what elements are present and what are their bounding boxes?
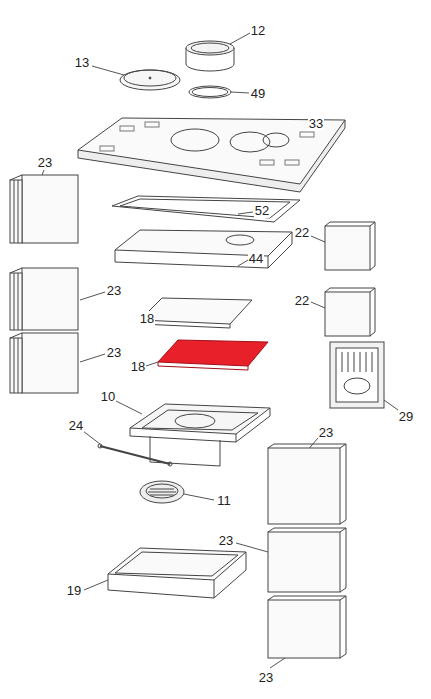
callout-number: 23 — [218, 533, 234, 548]
callout-number: 52 — [254, 203, 270, 218]
baffle-plate — [115, 230, 292, 268]
ash-pan — [108, 548, 246, 598]
plates-18 — [140, 298, 268, 370]
callout-number: 11 — [216, 493, 232, 508]
callout-number: 23 — [106, 345, 122, 360]
rod — [98, 444, 172, 466]
round-grate — [140, 481, 184, 503]
callout-number: 23 — [106, 283, 122, 298]
callout-number: 49 — [250, 86, 266, 101]
cover-disc — [120, 70, 180, 90]
gasket — [112, 196, 300, 222]
side-panels-right — [268, 444, 346, 658]
callout-number: 12 — [250, 23, 266, 38]
callout-number: 23 — [37, 155, 53, 170]
leader-lines — [40, 33, 398, 668]
callout-number: 33 — [308, 116, 324, 131]
firebricks-22 — [325, 222, 375, 336]
callout-number: 29 — [398, 409, 414, 424]
callout-number: 18 — [139, 311, 155, 326]
flue-collar — [186, 41, 234, 71]
callout-number: 13 — [74, 55, 90, 70]
callout-number: 18 — [130, 359, 146, 374]
grate-frame — [130, 404, 270, 466]
callout-number: 22 — [294, 225, 310, 240]
callout-number: 44 — [248, 251, 264, 266]
grate-brick — [330, 342, 384, 408]
callout-number: 23 — [318, 425, 334, 440]
callout-number: 19 — [66, 583, 82, 598]
seal-ring — [189, 86, 231, 98]
top-plate — [78, 118, 345, 192]
side-panels-left — [10, 175, 78, 393]
callout-number: 23 — [258, 670, 274, 685]
callout-number: 24 — [68, 418, 84, 433]
callout-number: 10 — [100, 389, 116, 404]
callout-number: 22 — [294, 293, 310, 308]
